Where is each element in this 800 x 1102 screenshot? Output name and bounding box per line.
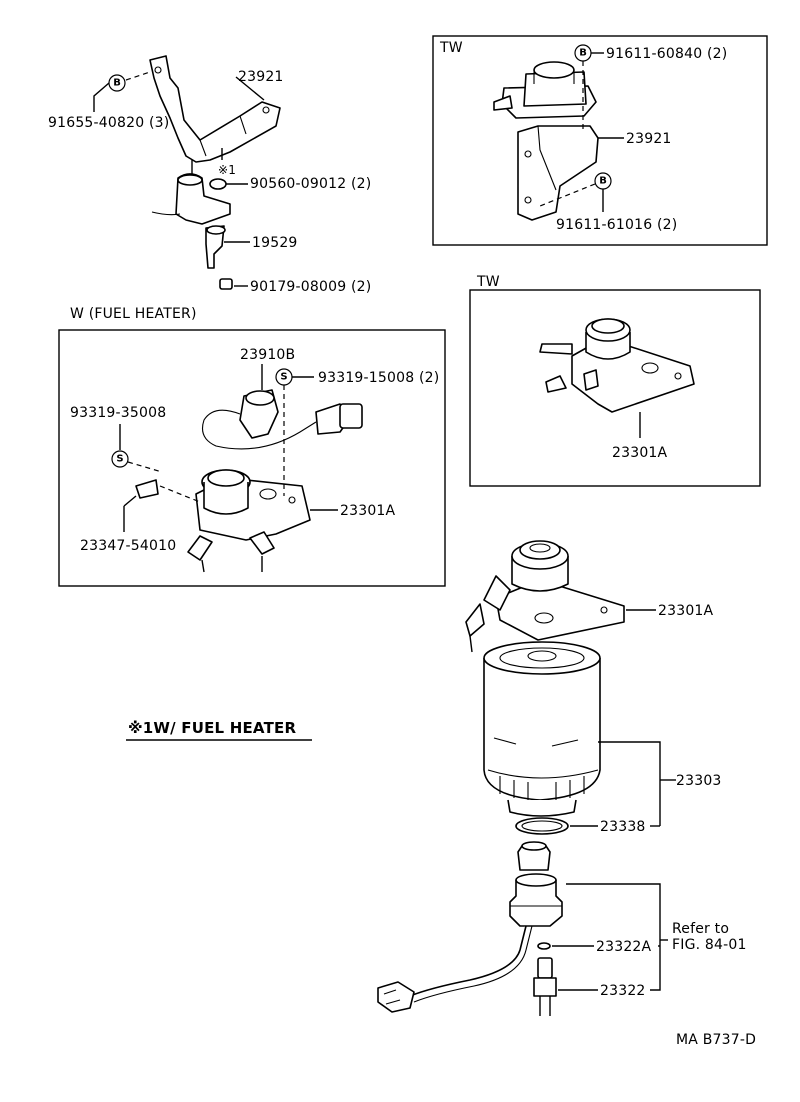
label-93319-15008: 93319-15008 (2) (318, 370, 439, 386)
svg-text:B: B (599, 176, 607, 187)
label-91611-60840: 91611-60840 (2) (606, 46, 727, 62)
tw-box1-pump (493, 61, 597, 119)
label-91611-61016: 91611-61016 (2) (556, 217, 677, 233)
sensor-float (517, 841, 551, 871)
tw-box1-bracket (517, 125, 599, 221)
fuel-heater-pump (187, 469, 311, 573)
label-23322: 23322 (600, 983, 646, 999)
label-23301A-main: 23301A (658, 603, 714, 619)
label-23301A-heater: 23301A (340, 503, 396, 519)
bolt-symbol-tw-top: B (574, 44, 592, 62)
label-19529: 19529 (252, 235, 298, 251)
fuel-heater-sensor (201, 389, 363, 450)
label-23338: 23338 (600, 819, 646, 835)
svg-text:B: B (113, 78, 121, 89)
label-note-mark: ※1 (218, 163, 236, 177)
svg-text:S: S (116, 454, 123, 465)
label-23301A-tw: 23301A (612, 445, 668, 461)
label-23347-54010: 23347-54010 (80, 538, 176, 554)
tw-box-2 (469, 289, 761, 487)
diagram-code: MA B737-D (676, 1032, 756, 1048)
tw-box-2-title: TW (476, 274, 500, 290)
bracket-assembly-top-left (149, 55, 281, 290)
sensor-housing (377, 873, 563, 1013)
section-title-fuel-heater: W (FUEL HEATER) (70, 306, 197, 322)
main-pump-head (465, 540, 625, 653)
tw-box2-pump (539, 318, 695, 413)
label-90179-08009: 90179-08009 (2) (250, 279, 371, 295)
label-91655-40820: 91655-40820 (3) (48, 115, 169, 131)
screw-symbol-left: S (111, 450, 129, 468)
bolt-symbol-tw-bottom: B (594, 172, 612, 190)
sensor-switch-23322 (533, 957, 557, 1016)
label-23322A: 23322A (596, 939, 652, 955)
fuel-filter (483, 641, 601, 817)
label-23303: 23303 (676, 773, 722, 789)
fuel-heater-box (58, 329, 446, 587)
footnote-fuel-heater: ※1W/ FUEL HEATER (128, 719, 296, 737)
oring-23338 (515, 817, 569, 835)
svg-text:B: B (579, 48, 587, 59)
tw-box-1 (432, 35, 768, 246)
label-23921-tw: 23921 (626, 131, 672, 147)
clip-part (135, 479, 159, 499)
label-refer-to: Refer to (672, 921, 729, 937)
tw-box-1-title: TW (439, 40, 463, 56)
small-oring-23322A (537, 942, 551, 950)
bolt-symbol-top-left: B (108, 74, 126, 92)
svg-text:S: S (280, 372, 287, 383)
label-90560-09012: 90560-09012 (2) (250, 176, 371, 192)
label-23910B: 23910B (240, 347, 295, 363)
label-23921-top: 23921 (238, 69, 284, 85)
label-93319-35008: 93319-35008 (70, 405, 166, 421)
screw-symbol-right: S (275, 368, 293, 386)
label-fig-84-01: FIG. 84-01 (672, 937, 747, 953)
